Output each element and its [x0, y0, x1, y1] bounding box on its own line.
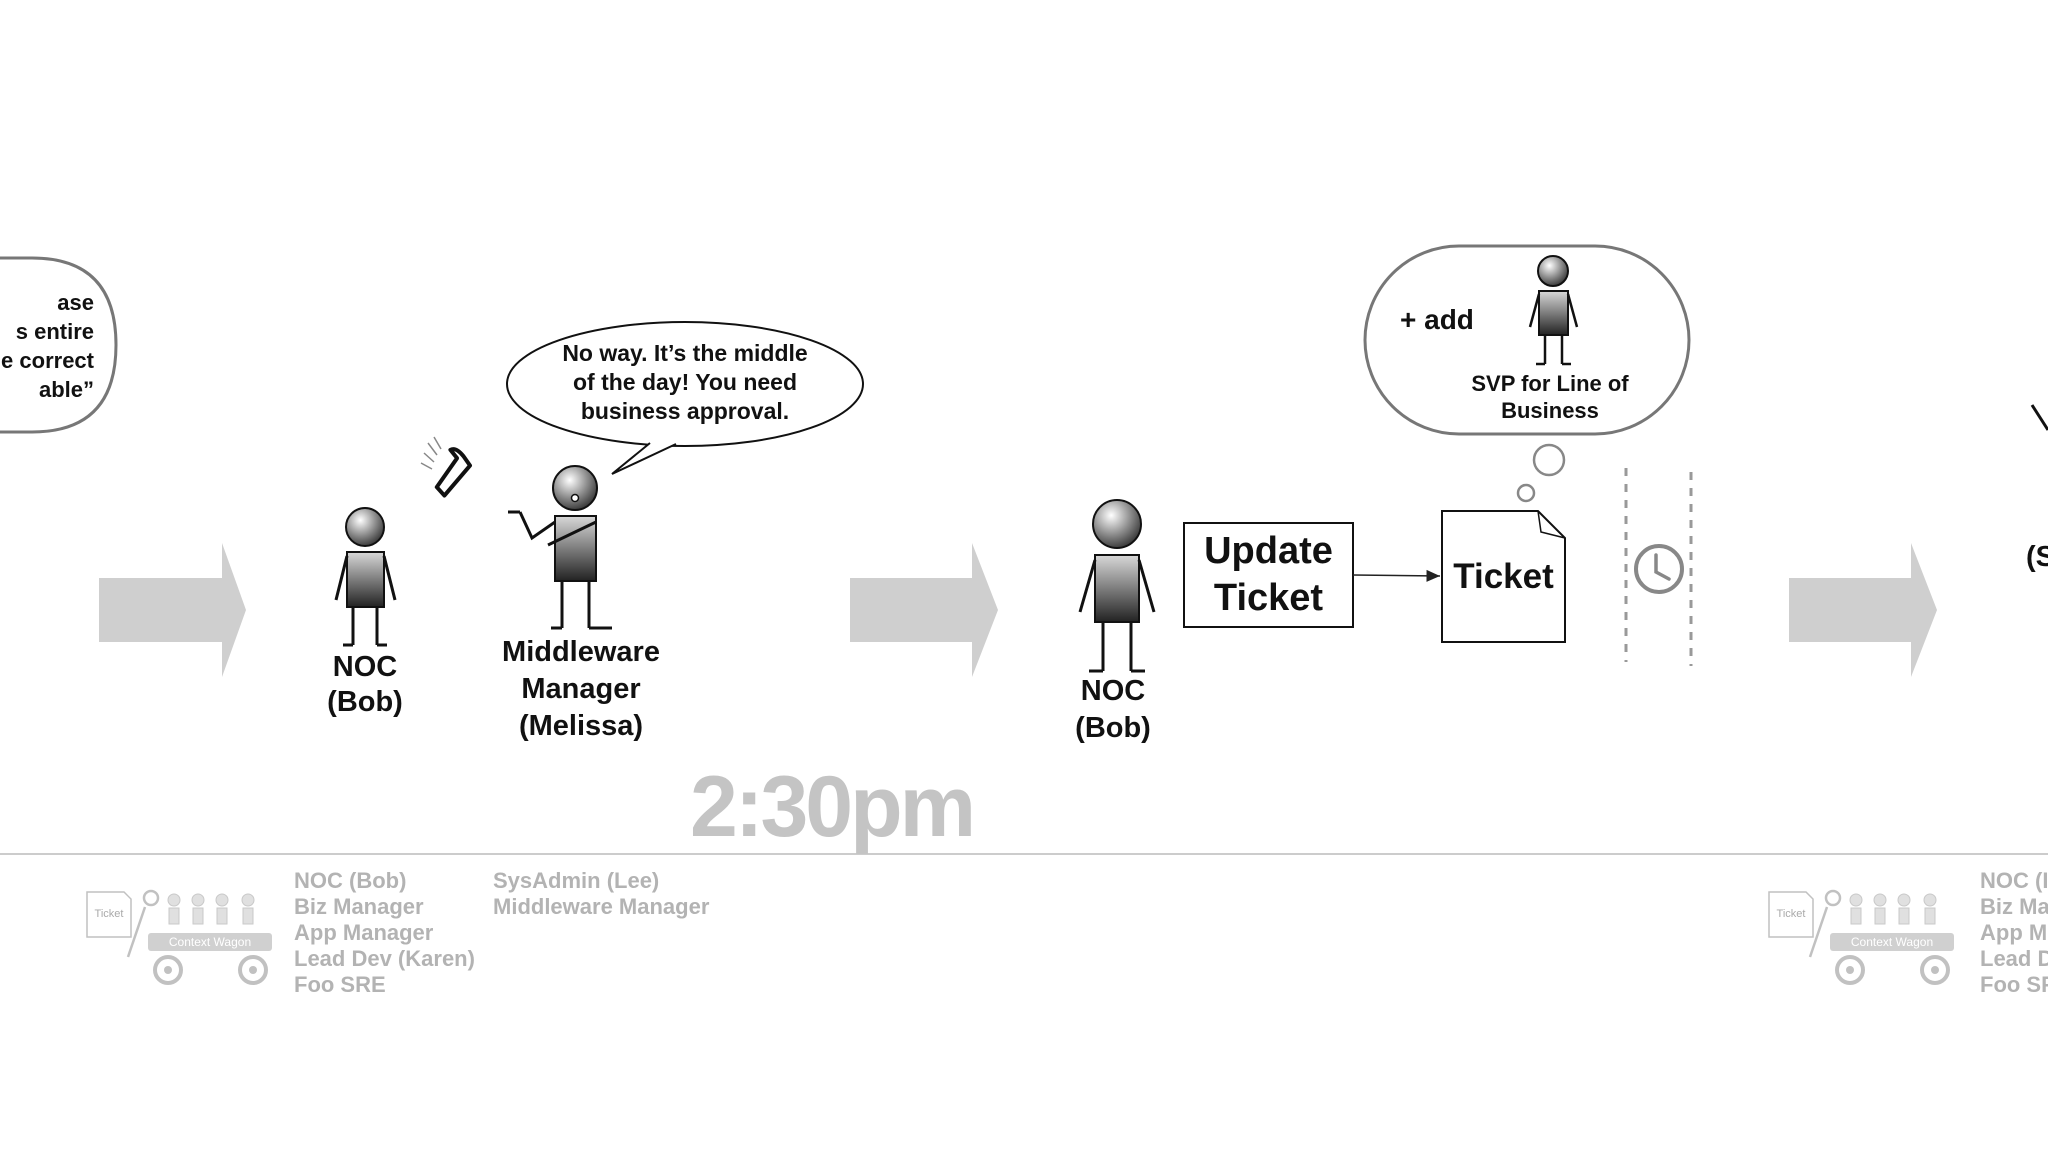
right-edge-partial-text: (S: [2026, 541, 2048, 573]
roster-item: Foo SRE: [294, 972, 386, 997]
svp-label: SVP for Line of Business: [1440, 370, 1660, 424]
thought-bubble: [1363, 244, 1691, 503]
left-bubble-line: s entire: [15, 319, 94, 344]
wagon-roster-right-partial: NOC (I Biz Ma App M Lead D Foo SF: [1980, 868, 2048, 998]
melissa-speech-bubble: [506, 321, 864, 475]
time-stamp: 2:30pm: [690, 759, 976, 855]
update-ticket-box: [1183, 522, 1354, 628]
ticket-document: [1441, 510, 1566, 643]
left-bubble-text: ase s entire e correct able”: [0, 288, 94, 404]
wagon-roster-col1: NOC (Bob) Biz Manager App Manager Lead D…: [294, 868, 475, 998]
label-line: NOC: [332, 651, 398, 683]
roster-item: Lead D: [1980, 946, 2048, 971]
box-line: Ticket: [1213, 577, 1324, 619]
roster-item: NOC (Bob): [294, 868, 407, 893]
speech-line: of the day! You need: [572, 368, 798, 395]
flow-arrow-2: [850, 543, 998, 677]
flow-arrow-1: [99, 543, 246, 677]
context-wagon-left: [86, 889, 272, 985]
roster-item: Foo SF: [1980, 972, 2048, 997]
right-edge-partial-figure: [2030, 404, 2048, 431]
roster-item: Biz Ma: [1980, 894, 2048, 919]
wagon-name-label-right: Context Wagon: [1850, 935, 1934, 949]
middleware-manager-figure: [508, 465, 612, 630]
wagon-ticket-label: Ticket: [94, 908, 124, 920]
melissa-speech-text: No way. It’s the middle of the day! You …: [520, 339, 850, 426]
box-line: Update: [1204, 530, 1333, 572]
roster-item: SysAdmin (Lee): [493, 868, 660, 893]
wagon-roster-col2: SysAdmin (Lee) Middleware Manager: [493, 868, 709, 920]
wagon-name-label: Context Wagon: [168, 935, 252, 949]
thought-add-text: + add: [1400, 304, 1474, 335]
noc-bob-label-2: NOC (Bob): [1043, 673, 1183, 747]
left-speech-bubble: [0, 256, 118, 434]
left-bubble-line: e correct: [1, 348, 94, 373]
roster-item: Middleware Manager: [493, 894, 710, 919]
noc-bob-figure-2: [1078, 499, 1156, 673]
context-wagon-right: [1768, 889, 1954, 985]
roster-item: NOC (I: [1980, 868, 2048, 893]
left-bubble-line: ase: [57, 290, 94, 315]
label-line: SVP for Line of: [1471, 371, 1629, 396]
label-line: Manager: [521, 673, 641, 705]
ticket-text: Ticket: [1453, 557, 1554, 596]
update-to-ticket-arrow: [1352, 569, 1441, 582]
speech-line: business approval.: [580, 397, 790, 424]
label-line: (Bob): [327, 685, 403, 718]
label-line: (Melissa): [518, 710, 644, 742]
label-line: Business: [1501, 398, 1599, 423]
label-line: (Bob): [1075, 712, 1151, 744]
roster-item: App Manager: [294, 920, 434, 945]
speech-line: No way. It’s the middle: [562, 340, 808, 366]
svp-figure: [1528, 255, 1579, 366]
wagon-ticket-label-right: Ticket: [1776, 908, 1806, 920]
update-ticket-text: Update Ticket: [1184, 528, 1353, 622]
noc-bob-label: NOC (Bob): [295, 650, 435, 720]
label-line: NOC: [1080, 675, 1146, 707]
left-bubble-line: able”: [38, 377, 94, 402]
clock-icon: [1634, 544, 1684, 594]
noc-bob-figure: [334, 507, 397, 647]
roster-item: Biz Manager: [294, 894, 424, 919]
roster-item: Lead Dev (Karen): [294, 946, 475, 971]
roster-item: App M: [1980, 920, 2048, 945]
flow-arrow-3: [1789, 543, 1937, 677]
middleware-manager-label: Middleware Manager (Melissa): [471, 634, 691, 745]
label-line: Middleware: [502, 636, 660, 668]
telephone-handset-icon: [420, 436, 473, 498]
